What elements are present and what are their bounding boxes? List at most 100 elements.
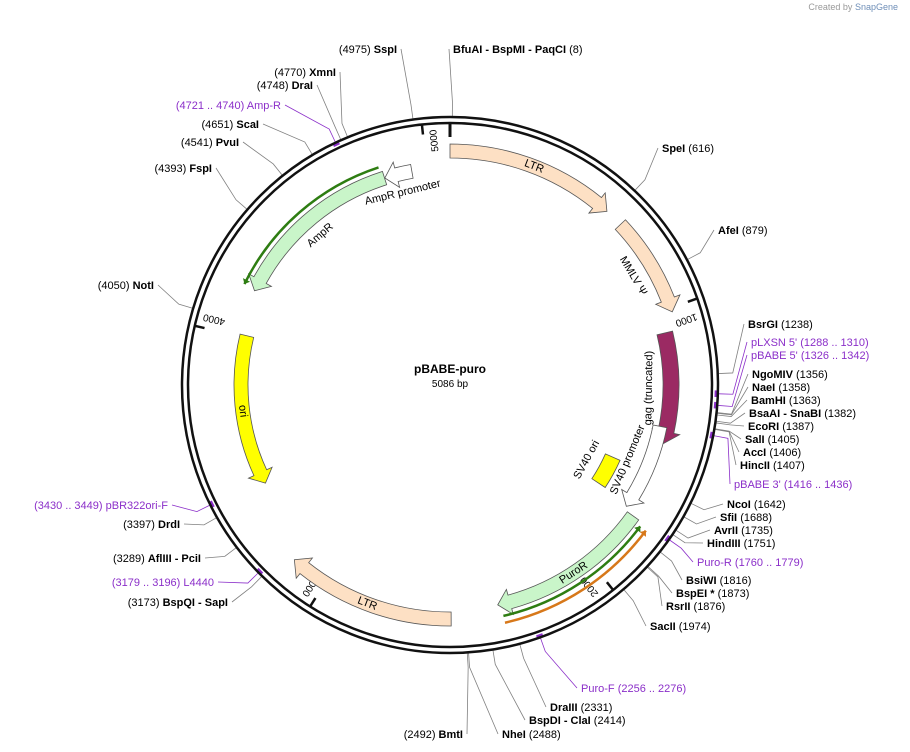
primer-leader [718, 354, 748, 407]
site-label: AvrII (1735) [714, 525, 773, 537]
site-leader [715, 428, 740, 453]
ruler-label: 1000 [673, 311, 698, 329]
ruler-label: 4000 [202, 311, 227, 327]
site-position: (1751) [744, 538, 776, 550]
site-label: RsrII (1876) [666, 601, 725, 613]
primer-binding-mark [664, 534, 671, 542]
site-label: (3289) AflIII - PciI [113, 553, 201, 565]
feature-ltr [449, 143, 608, 214]
site-label: (4770) XmnI [274, 67, 336, 79]
enzyme-name: ScaI [236, 119, 259, 131]
site-label: AccI (1406) [743, 447, 801, 459]
primer-range: (1416 .. 1436) [784, 479, 853, 491]
ruler-label: 5000 [428, 129, 441, 153]
feature-sv40-promoter [621, 424, 668, 507]
enzyme-name: BmtI [439, 729, 463, 741]
site-label: NaeI (1358) [752, 382, 810, 394]
site-position: (1642) [754, 499, 786, 511]
primer-strand-line [503, 525, 642, 618]
ruler-tick [605, 581, 615, 591]
enzyme-name: NheI [502, 729, 526, 741]
enzyme-name: SpeI [662, 143, 685, 155]
site-leader [339, 71, 348, 137]
primer-strand-arrowhead [634, 526, 641, 533]
primer-leader [217, 572, 259, 584]
primer-label: pLXSN 5' (1288 .. 1310) [751, 337, 869, 349]
primer-range: (1288 .. 1310) [800, 337, 869, 349]
credit-prefix: Created by [808, 2, 853, 12]
site-leader [687, 229, 715, 260]
site-leader [717, 373, 749, 415]
primer-label: pBABE 5' (1326 .. 1342) [751, 350, 869, 362]
enzyme-name: BfuAI - BspMI - PaqCI [453, 44, 566, 56]
site-leader [204, 547, 237, 559]
site-leader [716, 412, 746, 424]
site-position: (1382) [824, 408, 856, 420]
site-position: (4393) [155, 163, 187, 175]
site-label: SpeI (616) [662, 143, 714, 155]
enzyme-name: BsiWI [686, 575, 717, 587]
site-label: NheI (2488) [502, 729, 561, 741]
enzyme-name: BsaAI - SnaBI [749, 408, 821, 420]
snapgene-credit: Created by SnapGene [808, 2, 898, 12]
site-label: (4541) PvuI [181, 137, 239, 149]
primer-binding-mark [709, 431, 714, 439]
site-position: (879) [742, 225, 768, 237]
enzyme-name: HincII [740, 460, 770, 472]
enzyme-name: SfiI [720, 512, 737, 524]
site-leader [717, 386, 749, 416]
site-position: (4651) [202, 119, 234, 131]
site-leader [157, 284, 193, 309]
site-position: (4748) [257, 80, 289, 92]
enzyme-name: BspDI - ClaI [529, 715, 591, 727]
enzyme-name: BspQI - SapI [163, 597, 228, 609]
site-position: (8) [569, 44, 582, 56]
enzyme-name: AccI [743, 447, 766, 459]
primer-name: Amp-R [247, 100, 281, 112]
site-position: (4975) [339, 44, 371, 56]
site-leader [717, 399, 748, 417]
enzyme-name: DrdI [158, 519, 180, 531]
primer-strand-line [504, 529, 647, 624]
enzyme-name: SspI [374, 44, 397, 56]
enzyme-name: NgoMIV [752, 369, 794, 381]
enzyme-name: BsrGI [748, 319, 778, 331]
primer-leader [669, 539, 694, 563]
feature-ltr [293, 557, 452, 627]
enzyme-name: BamHI [751, 395, 786, 407]
site-label: SfiI (1688) [720, 512, 772, 524]
site-label: (4050) NotI [98, 280, 154, 292]
site-label: (4651) ScaI [202, 119, 260, 131]
site-leader [183, 517, 217, 526]
enzyme-name: NcoI [727, 499, 751, 511]
primer-range: (2256 .. 2276) [618, 683, 687, 695]
feature-ampr-promoter [384, 161, 414, 189]
primer-label: pBABE 3' (1416 .. 1436) [734, 479, 852, 491]
primer-name: pBABE 3' [734, 479, 781, 491]
site-position: (4541) [181, 137, 213, 149]
site-leader [634, 147, 659, 191]
site-label: BamHI (1363) [751, 395, 821, 407]
site-position: (1358) [778, 382, 810, 394]
site-leader [519, 644, 547, 708]
site-leader [647, 567, 663, 607]
site-position: (1735) [741, 525, 773, 537]
site-position: (2488) [529, 729, 561, 741]
site-position: (1974) [679, 621, 711, 633]
enzyme-name: SacII [650, 621, 676, 633]
enzyme-name: FspI [189, 163, 212, 175]
site-position: (1816) [720, 575, 752, 587]
site-position: (2414) [594, 715, 626, 727]
site-position: (1363) [789, 395, 821, 407]
primer-leader [171, 504, 210, 513]
plasmid-name: pBABE-puro [414, 362, 486, 376]
feature-label: ori [236, 404, 249, 418]
primer-strand-line [243, 166, 379, 285]
site-position: (2331) [581, 702, 613, 714]
site-position: (4770) [274, 67, 306, 79]
enzyme-name: NaeI [752, 382, 775, 394]
enzyme-name: SalI [745, 434, 765, 446]
site-label: (3173) BspQI - SapI [128, 597, 228, 609]
site-label: BspDI - ClaI (2414) [529, 715, 626, 727]
site-position: (1387) [782, 421, 814, 433]
